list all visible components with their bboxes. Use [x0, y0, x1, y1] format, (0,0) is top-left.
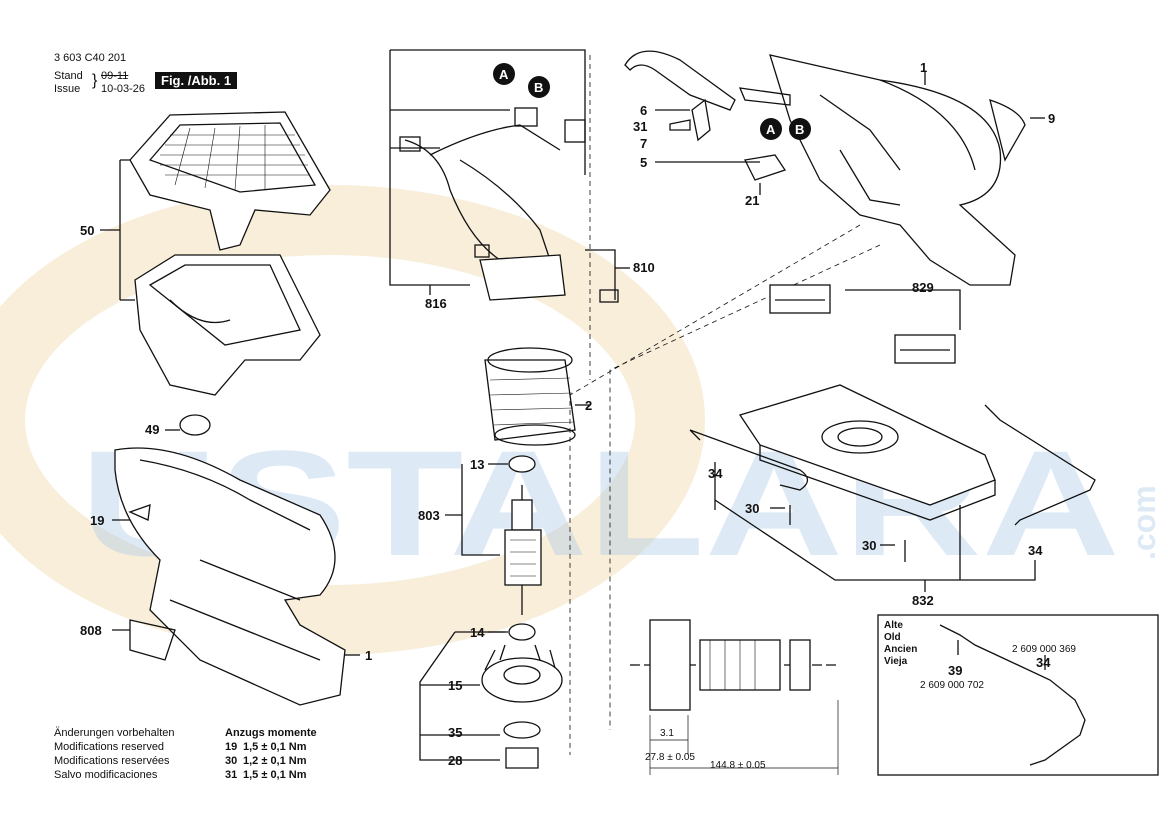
callout-810: 810: [633, 260, 655, 275]
callout-13: 13: [470, 457, 484, 472]
old-label-es: Vieja: [884, 656, 908, 667]
watermark-suffix: .com: [1126, 485, 1162, 560]
callout-30-b: 30: [862, 538, 876, 553]
sander-housing: [114, 414, 346, 706]
callout-832: 832: [912, 593, 934, 608]
callout-15: 15: [448, 678, 462, 693]
callout-35: 35: [448, 725, 462, 740]
plate-9: [989, 99, 1026, 162]
dust-box-lid: [129, 111, 331, 251]
old-part-34: 34: [1036, 655, 1051, 670]
leader-832: [714, 499, 1036, 581]
old-version-box: [877, 614, 1159, 776]
cable-harness: [399, 107, 619, 303]
screw-31: [669, 119, 691, 131]
armature-section: [630, 619, 840, 775]
callout-21: 21: [745, 193, 759, 208]
callout-34-a: 34: [708, 466, 723, 481]
old-number-34: 2 609 000 369: [1012, 644, 1076, 655]
clamp-7: [691, 98, 711, 142]
brace-icon: }: [92, 72, 98, 89]
connector-a: A: [499, 67, 509, 82]
dim-144-8: 144.8 ± 0.05: [710, 760, 766, 771]
connector-a2: A: [766, 122, 776, 137]
leader-lower-group: [419, 631, 500, 761]
note-en: Modifications reserved: [54, 741, 165, 753]
screw-19: [128, 504, 151, 521]
leader-803: [445, 514, 500, 556]
note-es: Salvo modificaciones: [54, 769, 158, 781]
callout-30-a: 30: [745, 501, 759, 516]
clamp-5: [738, 87, 791, 106]
torque-title: Anzugs momente: [225, 727, 317, 739]
clip-829-b: [894, 334, 956, 364]
o-ring: [179, 414, 211, 436]
stand-old: 09-11: [101, 70, 129, 82]
connector-markers: A B A B: [493, 63, 811, 140]
armature: [504, 485, 542, 615]
callout-28: 28: [448, 753, 462, 768]
callout-14: 14: [470, 625, 485, 640]
issue-label: Issue: [54, 83, 81, 95]
dim-3-1: 3.1: [660, 728, 674, 739]
bushing-28: [505, 747, 539, 769]
connector-b2: B: [795, 122, 804, 137]
old-label-en: Old: [884, 632, 901, 643]
callout-49: 49: [145, 422, 159, 437]
clamp-34-right: [984, 404, 1096, 526]
old-clamp-wire: [939, 624, 1086, 766]
callout-7: 7: [640, 136, 647, 151]
dimension-labels: 3.1 27.8 ± 0.05 144.8 ± 0.05: [645, 728, 766, 771]
callout-1-bottom: 1: [365, 648, 372, 663]
callout-9: 9: [1048, 111, 1055, 126]
callout-34-b: 34: [1028, 543, 1043, 558]
cable-sleeve-6: [624, 50, 736, 111]
stand-label: Stand: [54, 70, 83, 82]
callout-6: 6: [640, 103, 647, 118]
connector-b: B: [534, 80, 543, 95]
old-label-de: Alte: [884, 620, 903, 631]
fan-15: [481, 644, 563, 703]
cap-21: [744, 154, 787, 181]
callout-31: 31: [633, 119, 647, 134]
clip-829-a: [769, 284, 831, 314]
callout-labels: 1 1 2 5 6 7 9 13 14 15 19 21 28 30 30 31…: [80, 60, 1055, 768]
clamp-34-left: [689, 429, 809, 491]
sanding-plate-808: [129, 619, 176, 661]
issue-date: 10-03-26: [101, 83, 146, 95]
dust-box: [134, 254, 321, 396]
old-number-39: 2 609 000 702: [920, 680, 984, 691]
old-label-fr: Ancien: [884, 644, 917, 655]
callout-50: 50: [80, 223, 94, 238]
doc-number: 3 603 C40 201: [54, 52, 127, 64]
note-de: Änderungen vorbehalten: [54, 727, 175, 739]
field-winding: [484, 347, 576, 446]
old-part-39: 39: [948, 663, 962, 678]
leader-810: [585, 249, 616, 300]
ring-35: [503, 721, 541, 739]
bearing-13: [508, 455, 536, 473]
callout-808: 808: [80, 623, 102, 638]
callout-1-top: 1: [920, 60, 927, 75]
callout-19: 19: [90, 513, 104, 528]
callout-2: 2: [585, 398, 592, 413]
callout-816: 816: [425, 296, 447, 311]
callout-5: 5: [640, 155, 647, 170]
note-fr: Modifications reservées: [54, 755, 170, 767]
dim-27-8: 27.8 ± 0.05: [645, 752, 695, 763]
old-box-text: Alte Old Ancien Vieja 39 34 2 609 000 70…: [884, 620, 1076, 691]
base-plate: [738, 384, 996, 521]
figure-label: Fig. /Abb. 1: [155, 72, 238, 89]
bearing-14: [508, 623, 536, 641]
change-notes: Änderungen vorbehalten Modifications res…: [54, 726, 174, 782]
callout-829: 829: [912, 280, 934, 295]
gear-housing: [769, 54, 1016, 286]
callout-803: 803: [418, 508, 440, 523]
